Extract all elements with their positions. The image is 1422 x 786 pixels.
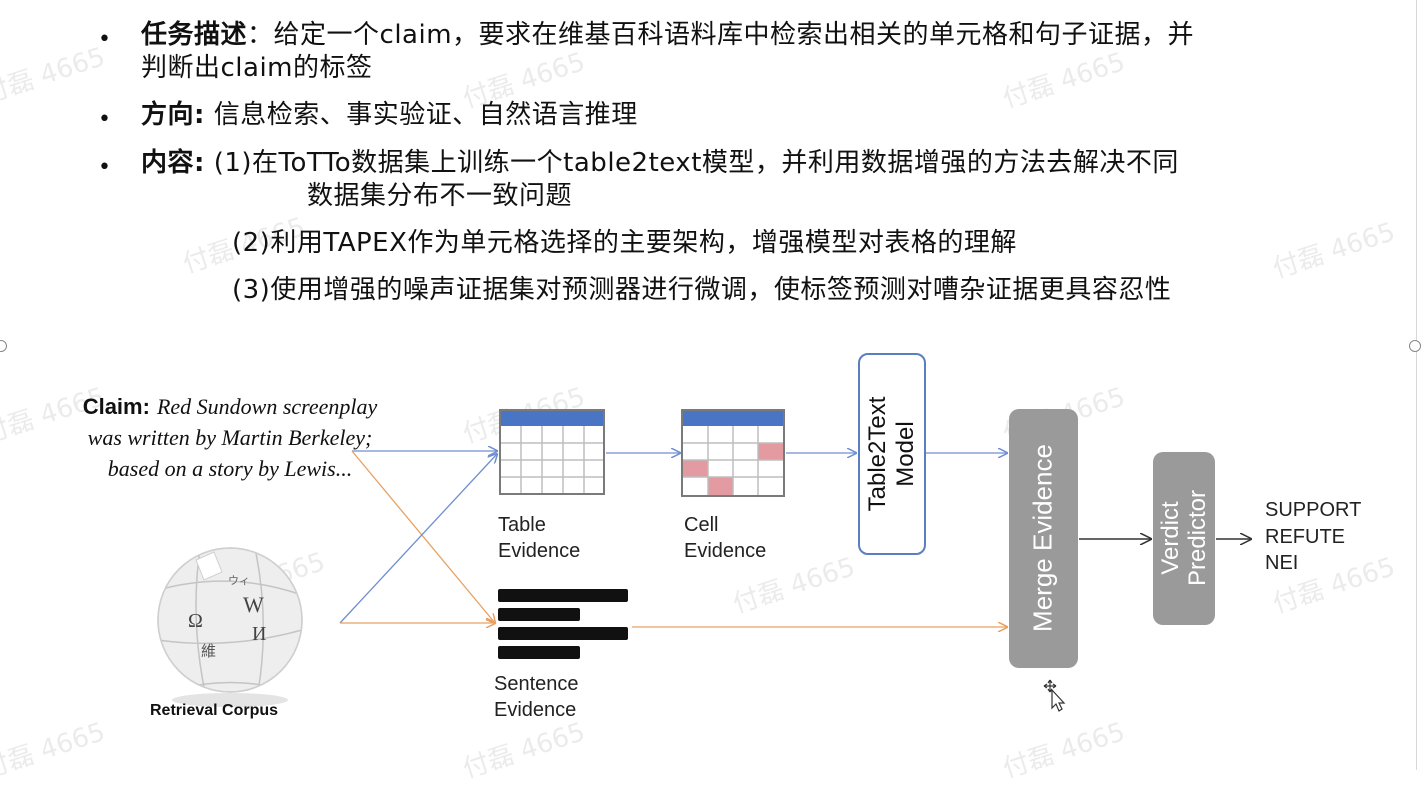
table-evidence-icon <box>499 409 605 495</box>
content-colon: : <box>194 148 205 178</box>
bullet-direction: 方向: 信息检索、事实验证、自然语言推理 <box>141 99 638 131</box>
task-text: 给定一个claim，要求在维基百科语料库中检索出相关的单元格和句子证据，并 <box>273 20 1195 50</box>
bullet-list: • 任务描述：给定一个claim，要求在维基百科语料库中检索出相关的单元格和句子… <box>0 0 1422 320</box>
verdict-line: Predictor <box>1184 489 1211 587</box>
direction-text: 信息检索、事实验证、自然语言推理 <box>213 100 638 130</box>
pipeline-diagram: W Ω И 維 ウィ <box>157 409 1422 707</box>
caption-line: Evidence <box>494 699 577 721</box>
bullet-task-line1: 任务描述：给定一个claim，要求在维基百科语料库中检索出相关的单元格和句子证据… <box>141 19 1194 51</box>
output-support: SUPPORT <box>1265 499 1362 521</box>
table2text-label: Table2Text Model <box>864 397 920 512</box>
claim-text: Claim: Red Sundown screenplay was writte… <box>80 392 380 485</box>
bullet-content: 内容: (1)在ToTTo数据集上训练一个table2text模型，并利用数据增… <box>141 147 1179 179</box>
svg-text:Ω: Ω <box>188 610 203 632</box>
slide-edge-line <box>1416 0 1417 770</box>
mouse-cursor-icon <box>1043 679 1066 712</box>
resize-handle-right[interactable] <box>1409 340 1421 352</box>
retrieval-corpus-label: Retrieval Corpus <box>150 702 279 719</box>
table2text-model-box: Table2Text Model <box>858 353 926 555</box>
content-item3: (3)使用增强的噪声证据集对预测器进行微调，使标签预测对嘈杂证据更具容忍性 <box>232 275 1172 305</box>
bullet-task-line2: 判断出claim的标签 <box>141 53 373 83</box>
content-item2: (2)利用TAPEX作为单元格选择的主要架构，增强模型对表格的理解 <box>232 228 1017 258</box>
content-item1: (1)在ToTTo数据集上训练一个table2text模型，并利用数据增强的方法… <box>213 148 1179 178</box>
caption-line: Evidence <box>684 540 767 562</box>
output-refute: REFUTE <box>1265 526 1345 548</box>
bullet-dot: • <box>98 107 112 132</box>
merge-evidence-label: Merge Evidence <box>1027 444 1058 632</box>
claim-label: Claim: <box>82 394 150 419</box>
caption-line: Evidence <box>498 540 581 562</box>
svg-text:維: 維 <box>201 642 216 660</box>
table2text-line: Table2Text <box>864 396 891 512</box>
content-item1-line2: 数据集分布不一致问题 <box>307 181 573 211</box>
direction-colon: : <box>194 100 205 130</box>
content-label: 内容 <box>141 148 195 178</box>
arrow-corpus-to-table <box>339 454 497 624</box>
cell-evidence-label: Cell Evidence <box>684 512 766 564</box>
task-colon: ： <box>247 20 274 50</box>
cell-evidence-icon <box>681 409 785 497</box>
bullet-dot: • <box>98 27 112 52</box>
merge-evidence-box: Merge Evidence <box>1009 409 1078 668</box>
verdict-predictor-label: Verdict Predictor <box>1157 490 1211 586</box>
svg-text:W: W <box>243 592 264 617</box>
bullet-dot: • <box>98 155 112 180</box>
svg-text:ウィ: ウィ <box>228 574 250 587</box>
direction-label: 方向 <box>141 100 195 130</box>
task-label: 任务描述 <box>141 20 248 50</box>
sentence-evidence-label: Sentence Evidence <box>494 671 579 723</box>
arrow-claim-to-sentence <box>351 450 495 623</box>
caption-line: Sentence <box>494 673 579 695</box>
svg-text:И: И <box>252 623 266 645</box>
verdict-predictor-box: Verdict Predictor <box>1153 452 1215 625</box>
wikipedia-globe-icon: W Ω И 維 ウィ <box>157 547 303 707</box>
verdict-line: Verdict <box>1157 501 1184 575</box>
table2text-line: Model <box>892 421 919 487</box>
table-evidence-label: Table Evidence <box>498 512 580 564</box>
sentence-evidence-icon <box>498 589 628 659</box>
caption-line: Table <box>498 514 546 536</box>
caption-line: Cell <box>684 514 719 536</box>
output-nei: NEI <box>1265 552 1299 574</box>
claim-body: Red Sundown screenplay was written by Ma… <box>87 394 378 481</box>
